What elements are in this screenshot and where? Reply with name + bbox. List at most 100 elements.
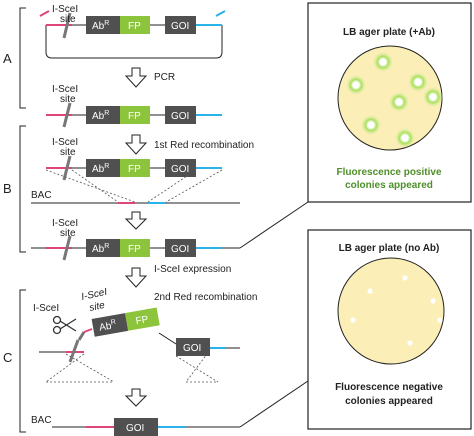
colony [389,92,409,112]
agar-plate [337,257,445,365]
i-scei-site-mark [62,102,72,128]
isce-expression-step-label: I-SceI expression [154,264,231,275]
plasmid-construct: I-SceI site AbR FP GOI [39,4,226,59]
section-a-label: A [3,51,12,66]
colony [373,52,393,72]
recombination-construct: I-SceI site AbR FP GOI [46,137,222,181]
plate-negative-caption-line1: Fluorescence negative [335,382,443,393]
goi-label: GOI [183,343,201,354]
ab-resistance-block [91,313,129,337]
pcr-step-label: PCR [154,72,175,83]
colony [407,340,413,346]
red1-arrow: 1st Red recombination [124,134,254,155]
fp-block [120,239,150,257]
ab-resistance-block [86,159,120,177]
fp-label: FP [128,21,141,32]
ab-label: AbR [92,20,109,32]
isce-enzyme-label: I-SceI [33,303,59,314]
site-label: site [88,300,106,314]
goi-block [165,159,196,177]
ab-label: AbR [98,319,117,334]
red2-step-label: 2nd Red recombination [154,292,257,303]
bac-label: BAC [31,415,52,426]
section-b-label: B [3,181,12,196]
colony [402,275,408,281]
non-fluorescent-colonies [350,275,443,346]
final-bac: BAC GOI [31,415,240,436]
pcr-product: I-SceI site AbR FP GOI [46,84,222,128]
site-label: site [60,228,76,239]
bac-label: BAC [31,190,52,201]
excision-construct: I-SceI site AbR FP GOI [39,287,240,363]
site-label: site [60,147,76,158]
fp-block [120,106,150,124]
ab-label: AbR [92,243,109,255]
goi-block [165,16,196,34]
goi-label: GOI [171,111,189,122]
isce-enzyme: I-SceI [33,303,77,335]
bac-chromosome: BAC [31,190,240,204]
isce-red2-arrow: I-SceI expression 2nd Red recombination [124,264,257,303]
i-scei-site-mark [62,235,72,261]
site-label: site [60,94,76,105]
fluorescent-colonies [346,52,443,148]
excision-crossover-lines [45,349,219,383]
fp-label: FP [128,164,141,175]
colony [350,317,356,323]
colony [408,72,428,92]
fp-label: FP [135,314,150,327]
fp-label: FP [128,244,141,255]
colony [361,115,381,135]
i-scei-site-label: I-SceI [52,4,78,15]
goi-label: GOI [171,21,189,32]
goi-block [114,418,158,436]
i-scei-site-label: I-SceI [80,287,108,303]
fp-block [120,16,150,34]
ab-label: AbR [92,163,109,175]
callout-connectors [239,201,309,428]
colony [423,87,443,107]
plate-positive-title: LB ager plate (+Ab) [343,27,435,38]
site-label: site [60,14,76,25]
i-scei-site-mark [62,155,72,181]
plate-negative-caption-line2: colonies appeared [345,396,433,407]
section-b-bracket: B [3,125,26,253]
plate-panel-positive: LB ager plate (+Ab) Fluorescence positiv… [307,2,472,203]
crossover-lines [45,169,223,203]
final-arrow [124,388,148,407]
ab-resistance-block [86,106,120,124]
goi-block [165,239,196,257]
section-c-bracket: C [3,289,26,433]
i-scei-site-label: I-SceI [52,218,78,229]
pcr-arrow: PCR [124,67,175,88]
red1-step-label: 1st Red recombination [154,140,254,151]
integrated-construct: I-SceI site AbR FP GOI [31,218,240,261]
integration-arrow [124,211,148,230]
goi-block [176,338,210,356]
plate-panel-negative: LB ager plate (no Ab) Fluorescence negat… [307,229,472,430]
i-scei-site-mark [68,339,80,363]
colony [346,75,366,95]
plate-positive-caption-line1: Fluorescence positive [336,167,441,178]
colony [437,317,443,323]
ab-label: AbR [92,110,109,122]
section-c-label: C [3,350,12,365]
goi-block [165,106,196,124]
fp-block [125,307,160,331]
goi-label: GOI [171,164,189,175]
plate-negative-title: LB ager plate (no Ab) [339,243,440,254]
fp-label: FP [128,111,141,122]
section-a-bracket: A [3,7,26,109]
fp-block [120,159,150,177]
colony [430,298,436,304]
i-scei-site-label: I-SceI [52,84,78,95]
plate-positive-caption-line2: colonies appeared [345,180,433,191]
goi-label: GOI [126,423,144,434]
i-scei-site-label: I-SceI [52,137,78,148]
colony [395,128,415,148]
ab-resistance-block [86,16,120,34]
scissors-icon [52,315,77,335]
i-scei-site-mark [62,12,72,39]
ab-resistance-block [86,239,120,257]
